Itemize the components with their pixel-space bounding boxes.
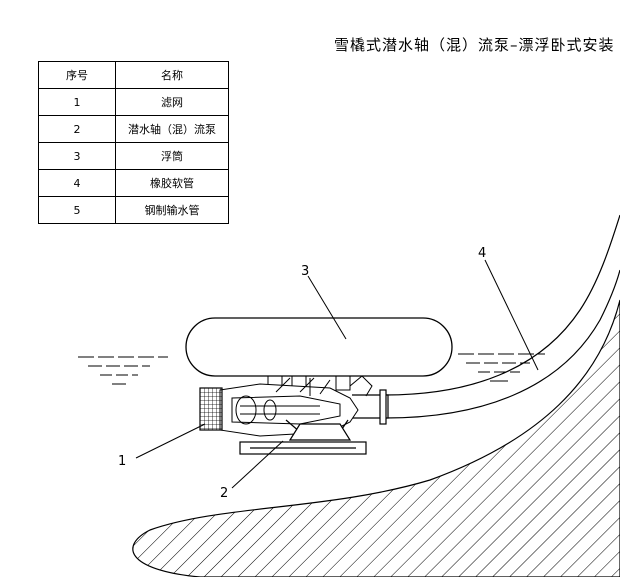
row-index: 5 [38,196,116,224]
strainer-screen [199,387,223,431]
table-row: 1 滤网 [38,88,229,116]
table-row: 4 橡胶软管 [38,169,229,197]
callout-2: 2 [220,486,228,501]
table-row: 3 浮筒 [38,142,229,170]
row-name: 钢制输水管 [115,196,229,224]
rubber-hose [384,214,620,419]
table-row: 2 潜水轴（混）流泵 [38,115,229,143]
row-index: 1 [38,88,116,116]
callout-3: 3 [301,264,309,279]
water-level-left [78,356,168,385]
row-index: 2 [38,115,116,143]
table-row: 5 钢制输水管 [38,196,229,224]
parts-table: 序号 名称 1 滤网 2 潜水轴（混）流泵 3 浮筒 4 橡胶软管 5 钢制输水… [38,61,229,224]
float-pontoon [185,317,453,377]
row-name: 滤网 [115,88,229,116]
riverbank-slope [132,299,620,577]
steel-delivery-pipe [352,389,389,425]
callout-leaders [135,259,539,489]
row-index: 3 [38,142,116,170]
header-index: 序号 [38,61,116,89]
row-name: 橡胶软管 [115,169,229,197]
header-name: 名称 [115,61,229,89]
callout-4: 4 [478,246,486,261]
callout-1: 1 [118,454,126,469]
row-name: 潜水轴（混）流泵 [115,115,229,143]
row-name: 浮筒 [115,142,229,170]
drawing-title: 雪橇式潜水轴（混）流泵–漂浮卧式安装 [334,36,615,54]
submersible-pump [219,375,373,437]
table-header-row: 序号 名称 [38,61,229,89]
